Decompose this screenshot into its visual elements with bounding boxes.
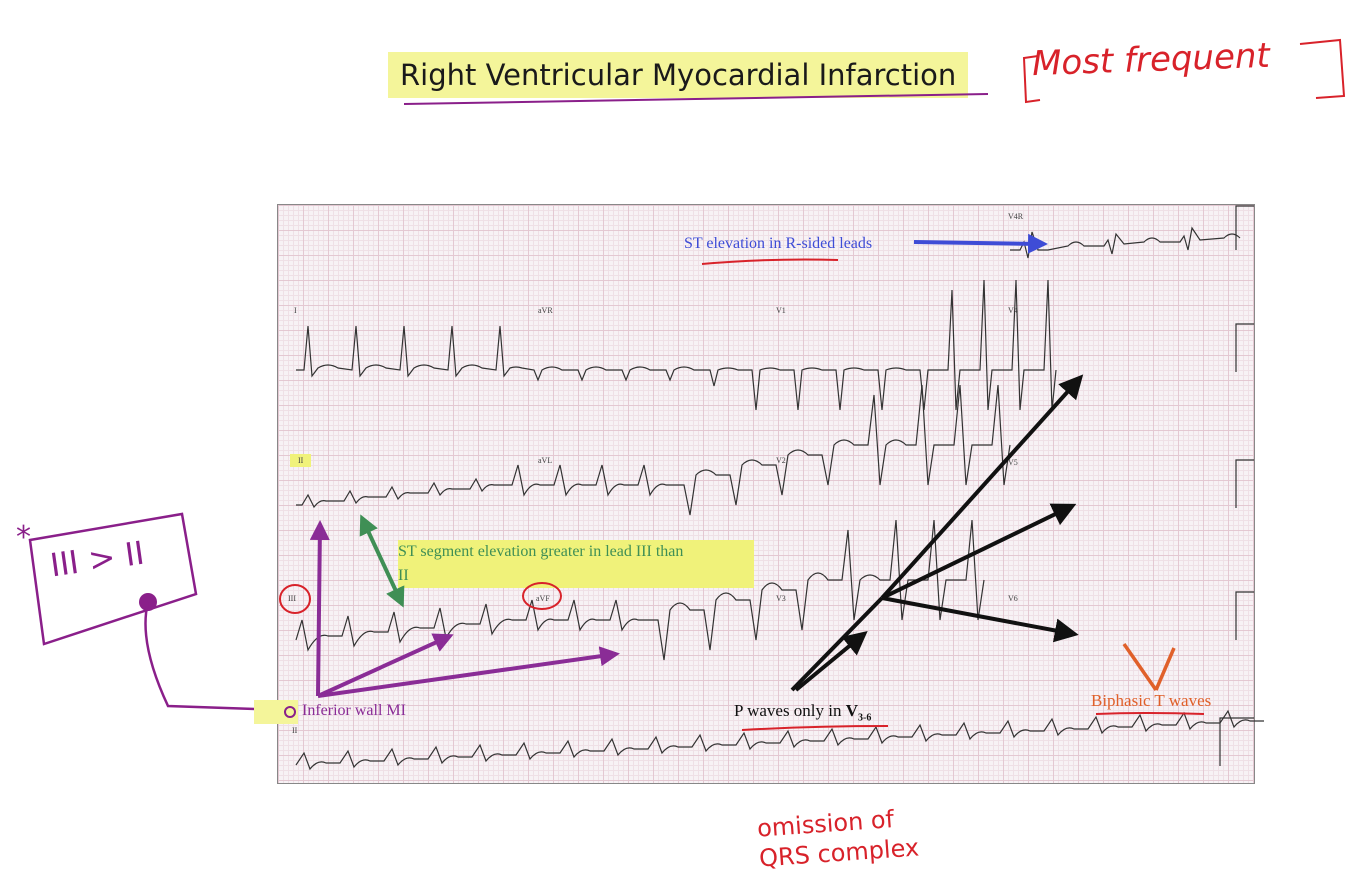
- lead-label-avr: aVR: [538, 306, 553, 315]
- lead-label-ii: II: [290, 454, 312, 467]
- connector-end-dot: [284, 706, 296, 718]
- st-segment-label: ST segment elevation greater in lead III…: [398, 540, 754, 588]
- lead-label-v4: V4: [1008, 306, 1018, 315]
- note-connector: [144, 601, 287, 712]
- trace-row1: [296, 279, 1057, 411]
- lead-label-v2: V2: [776, 456, 786, 465]
- p-waves-sub: 3-6: [858, 712, 872, 724]
- title-underline: [403, 93, 989, 105]
- lead-label-iii: III: [288, 594, 296, 603]
- lead-label-avl: aVL: [538, 456, 553, 465]
- trace-rhythm: [295, 709, 1264, 771]
- lead-label-v3: V3: [776, 594, 786, 603]
- lead-avf-circle: [522, 582, 562, 610]
- star-mark: *: [16, 520, 31, 555]
- lead-iii-circle: [279, 584, 311, 614]
- lead-label-ii-rhythm: II: [292, 726, 298, 735]
- most-frequent-bracket: [1022, 38, 1346, 104]
- lead-label-i: I: [294, 306, 297, 315]
- lead-label-v1: V1: [776, 306, 786, 315]
- lead-label-v5: V5: [1008, 458, 1018, 467]
- calibration-pulses: [1219, 205, 1254, 766]
- st-segment-arrow: [359, 514, 405, 608]
- trace-row2: [296, 384, 1011, 516]
- p-waves-v: V: [845, 701, 859, 720]
- inferior-wall-mi-label: Inferior wall MI: [302, 702, 406, 719]
- ecg-traces: [295, 226, 1264, 771]
- p-waves-prefix: P waves only in: [734, 701, 846, 720]
- trace-row3: [295, 519, 985, 661]
- st-elevation-r-label: ST elevation in R-sided leads: [684, 235, 873, 252]
- biphasic-t-arrows: [1122, 643, 1176, 691]
- p-waves-underline: [741, 725, 889, 731]
- biphasic-t-label: Biphasic T waves: [1091, 691, 1212, 710]
- page-title: Right Ventricular Myocardial Infarction: [388, 52, 969, 98]
- biphasic-underline: [1095, 712, 1205, 715]
- lead-label-v6: V6: [1008, 594, 1018, 603]
- p-waves-label: P waves only in V3-6: [734, 701, 871, 723]
- st-elevation-underline: [701, 258, 839, 265]
- trace-v4r: [1010, 226, 1241, 259]
- lead-label-v4r: V4R: [1008, 212, 1024, 221]
- st-elevation-arrow: [913, 233, 1048, 254]
- p-wave-arrows: [790, 374, 1084, 692]
- st-segment-line-1: ST segment elevation greater in lead III…: [398, 543, 684, 560]
- inferior-mi-highlight: [254, 700, 298, 724]
- lead-label-avf: aVF: [536, 594, 550, 603]
- note-box: [28, 512, 198, 646]
- inferior-mi-arrows: [309, 520, 620, 698]
